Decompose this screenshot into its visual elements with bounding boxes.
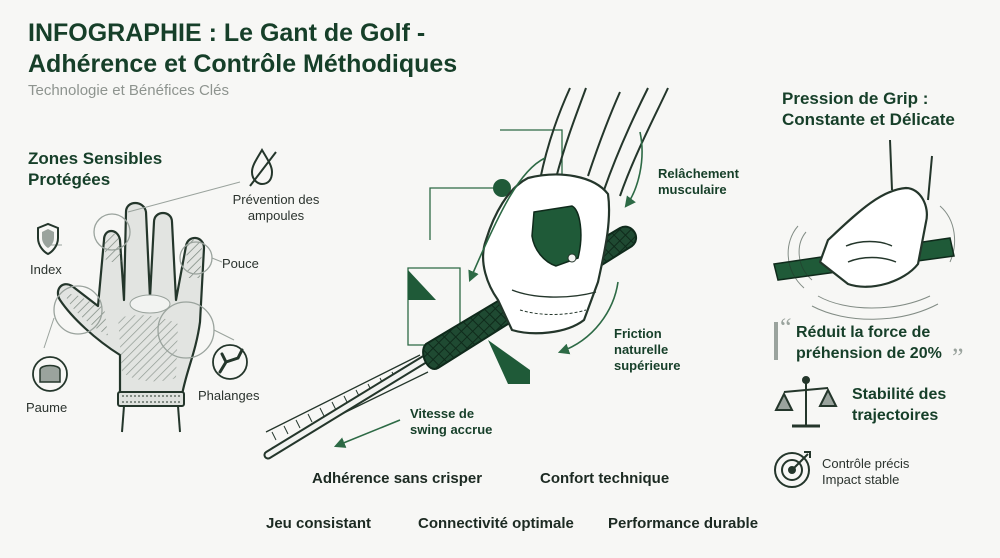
target-icon (774, 451, 811, 488)
left-section-title: Zones Sensibles Protégées (28, 149, 163, 189)
swing-illustration (263, 87, 669, 460)
label-phalanges: Phalanges (198, 388, 260, 403)
glove-hand-illustration (43, 181, 241, 433)
label-stabilite: Stabilité des trajectoires (852, 386, 947, 424)
benefit-confort: Confort technique (540, 470, 670, 487)
blister-prevention-icon (249, 148, 277, 187)
quote-bar (774, 322, 778, 360)
label-pouce: Pouce (222, 256, 259, 271)
close-quote-icon: ” (952, 343, 964, 372)
label-vitesse: Vitesse de swing accrue (410, 406, 493, 437)
open-quote-icon: “ (780, 313, 792, 342)
label-index: Index (30, 262, 62, 277)
balance-scale-icon (774, 376, 838, 428)
benefit-connectivite: Connectivité optimale (418, 515, 574, 532)
label-friction: Friction naturelle supérieure (614, 326, 681, 373)
right-section-title: Pression de Grip : Constante et Délicate (782, 89, 955, 129)
phalanges-joint-icon (212, 344, 248, 380)
label-impact: Impact stable (822, 472, 900, 487)
benefit-jeu: Jeu consistant (266, 515, 372, 532)
label-paume: Paume (26, 400, 68, 415)
palm-icon (32, 356, 68, 392)
grip-quote: Réduit la force de préhension de 20% (796, 324, 942, 362)
page-title: INFOGRAPHIE : Le Gant de Golf - Adhérenc… (28, 19, 458, 78)
benefit-performance: Performance durable (608, 515, 759, 532)
grip-pressure-illustration (773, 139, 956, 320)
shield-icon (37, 222, 59, 256)
label-relachement: Relâchement musculaire (658, 166, 739, 197)
benefit-adherence: Adhérence sans crisper (312, 470, 483, 487)
label-prevention: Prévention des ampoules (232, 192, 320, 223)
label-controle: Contrôle précis (822, 456, 910, 471)
page-subtitle: Technologie et Bénéfices Clés (28, 82, 229, 99)
